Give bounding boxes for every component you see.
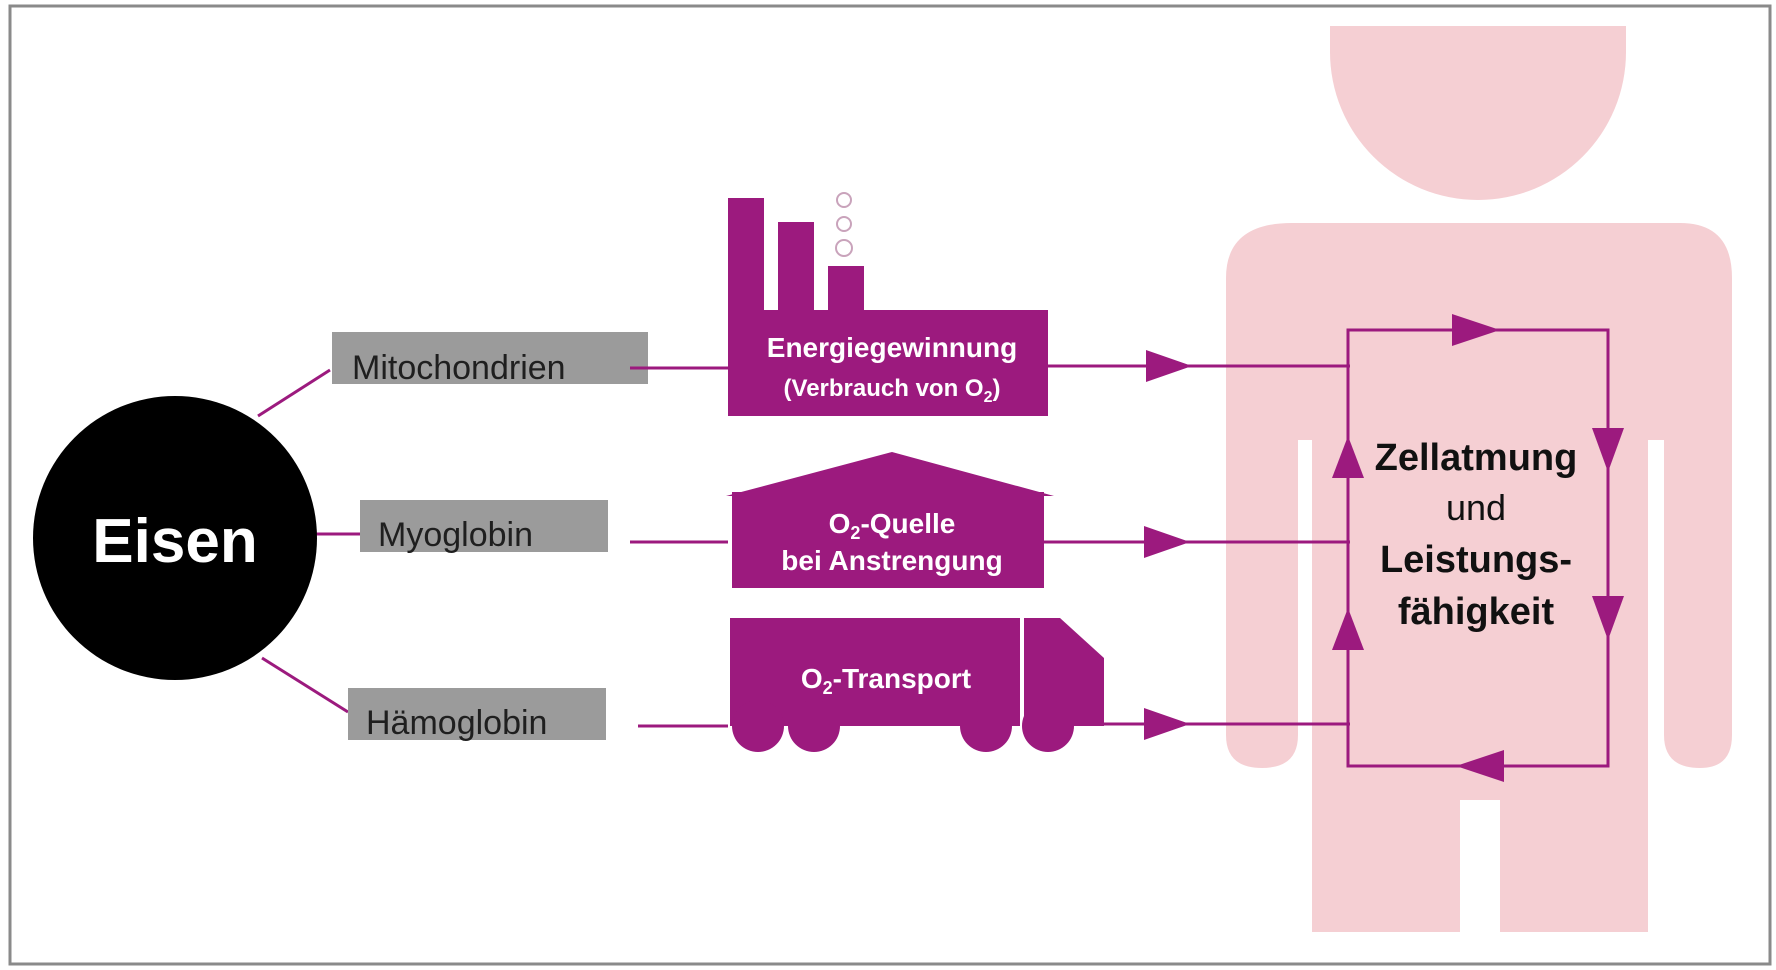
label-connectors [630,366,728,728]
smoke-puff-1 [836,192,852,208]
connector-hemoglobin [261,656,349,714]
diagram-frame [8,4,1772,966]
factory-chimney-1 [728,198,764,312]
factory-chimney-2 [778,222,814,312]
energy-subtitle: (Verbrauch von O2) [784,375,1001,406]
outcome-line-1: Zellatmung [1375,437,1578,479]
transport-title: O2-Transport [801,663,971,698]
outcome-line-2: und [1446,487,1506,528]
label-myoglobin: Myoglobin [378,516,533,554]
center-connectors [257,368,362,714]
outcome-line-4: fähigkeit [1398,591,1555,633]
smoke-puff-2 [836,216,852,232]
cycle-arrowheads [1332,314,1624,782]
label-hemoglobin: Hämoglobin [366,704,547,742]
truck-wheel-1 [732,700,784,752]
arrowhead-source [1144,526,1190,558]
connector-mitochondria [257,368,331,418]
cycle-arrow-left-2 [1332,608,1364,650]
smoke-puff-3 [835,239,853,257]
truck-icon [730,618,1104,752]
outcome-line-3: Leistungs- [1380,539,1572,581]
arrowhead-energy [1146,350,1192,382]
label-mitochondria: Mitochondrien [352,349,566,387]
iron-circle [33,396,317,680]
figure-body [1226,223,1732,932]
label-box-mitochondria [332,332,648,384]
truck-wheel-2 [788,700,840,752]
energy-title: Energiegewinnung [767,332,1017,363]
human-silhouette-icon [1226,26,1732,932]
truck-wheel-4 [1022,700,1074,752]
truck-cab [1024,618,1104,726]
house-body [732,492,1044,588]
arrowhead-transport [1144,708,1190,740]
center-label: Eisen [92,507,257,576]
factory-chimney-3 [828,266,864,312]
cycle-arrow-bottom [1456,750,1504,782]
truck-wheel-3 [960,700,1012,752]
cycle-arrow-left-1 [1332,436,1364,478]
figure-head [1330,26,1626,200]
house-roof [726,452,1054,496]
label-box-hemoglobin [348,688,606,740]
factory-icon [728,198,1048,416]
source-subtitle: bei Anstrengung [781,545,1002,576]
output-arrowheads [1144,350,1192,740]
source-title: O2-Quelle [829,508,956,543]
cycle-arrow-top [1452,314,1500,346]
cycle-arrow-right-1 [1592,428,1624,472]
factory-building [728,310,1048,416]
house-icon [726,452,1054,588]
cycle-arrow-right-2 [1592,596,1624,640]
label-box-myoglobin [360,500,608,552]
smoke-puffs [835,192,853,257]
